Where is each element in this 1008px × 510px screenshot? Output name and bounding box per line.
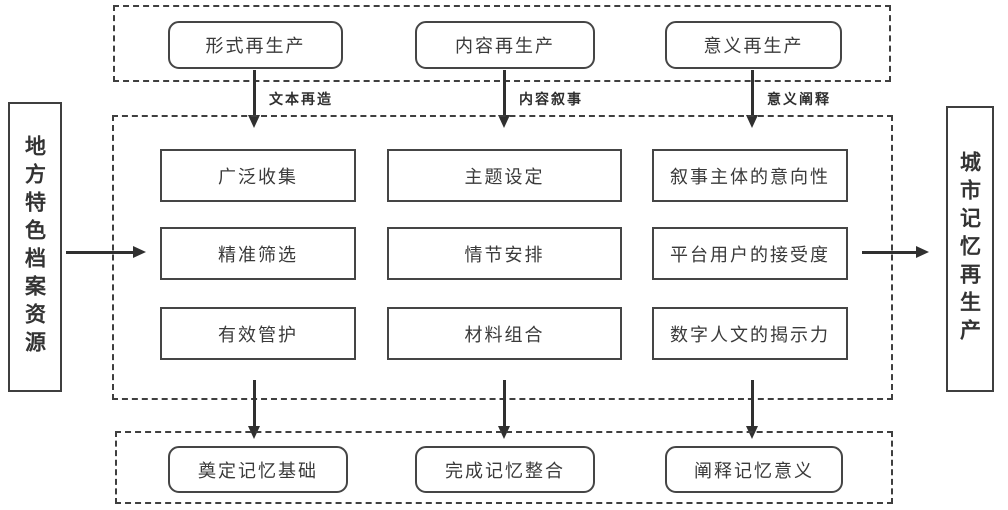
top-node-content-reproduction: 内容再生产: [415, 21, 595, 69]
bottom-dashed-group: [115, 431, 893, 504]
arrow-line-bottom-1: [253, 380, 256, 427]
process-node-label: 情节安排: [464, 244, 545, 266]
top-node-meaning-reproduction: 意义再生产: [665, 21, 842, 69]
top-node-label: 形式再生产: [205, 36, 306, 57]
arrow-line-bottom-2: [503, 380, 506, 427]
arrow-head-down-1-icon: [248, 115, 260, 128]
process-node-label: 主题设定: [464, 166, 545, 188]
arrow-line-source-to-process: [66, 251, 134, 254]
target-node: 城市记忆再生产: [946, 106, 994, 392]
arrow-head-process-to-target-icon: [916, 246, 929, 258]
process-node-label: 数字人文的揭示力: [670, 324, 830, 346]
arrow-line-down-1: [253, 70, 256, 116]
flow-label-content-narration: 内容叙事: [519, 92, 583, 108]
bottom-node-memory-meaning: 阐释记忆意义: [665, 446, 843, 493]
arrow-line-down-2: [503, 70, 506, 116]
process-node-broad-collection: 广泛收集: [160, 149, 356, 202]
process-node-precise-screening: 精准筛选: [160, 227, 356, 280]
middle-dashed-group: [112, 115, 893, 400]
process-node-narrator-intentionality: 叙事主体的意向性: [652, 149, 848, 202]
arrow-line-process-to-target: [862, 251, 917, 254]
process-node-label: 广泛收集: [218, 166, 298, 188]
bottom-node-label: 阐释记忆意义: [694, 460, 814, 482]
bottom-node-memory-foundation: 奠定记忆基础: [168, 446, 348, 493]
process-node-user-acceptance: 平台用户的接受度: [652, 227, 848, 280]
flow-label-text-recreation: 文本再造: [269, 92, 333, 108]
process-node-label: 有效管护: [218, 324, 298, 346]
arrow-head-down-3-icon: [746, 115, 758, 128]
arrow-line-down-3: [751, 70, 754, 116]
arrow-line-bottom-3: [751, 380, 754, 427]
source-node: 地方特色档案资源: [8, 102, 62, 392]
arrow-head-source-to-process-icon: [133, 246, 146, 258]
process-node-label: 材料组合: [464, 324, 545, 346]
bottom-node-label: 奠定记忆基础: [198, 460, 318, 482]
process-node-digital-humanities-revelation: 数字人文的揭示力: [652, 307, 848, 360]
process-node-label: 叙事主体的意向性: [670, 166, 830, 188]
process-node-label: 平台用户的接受度: [670, 244, 830, 266]
source-node-label: 地方特色档案资源: [22, 135, 48, 359]
top-dashed-group: [113, 5, 891, 82]
process-node-effective-curation: 有效管护: [160, 307, 356, 360]
bottom-node-label: 完成记忆整合: [445, 460, 565, 482]
bottom-node-memory-integration: 完成记忆整合: [415, 446, 595, 493]
process-node-plot-arrangement: 情节安排: [387, 227, 622, 280]
flow-label-meaning-interpretation: 意义阐释: [767, 92, 831, 108]
top-node-label: 内容再生产: [455, 36, 555, 57]
arrow-head-down-2-icon: [498, 115, 510, 128]
top-node-form-reproduction: 形式再生产: [168, 21, 343, 69]
top-node-label: 意义再生产: [703, 36, 804, 57]
process-node-label: 精准筛选: [218, 244, 298, 266]
target-node-label: 城市记忆再生产: [957, 151, 983, 347]
process-node-material-combination: 材料组合: [387, 307, 622, 360]
process-node-theme-setting: 主题设定: [387, 149, 622, 202]
